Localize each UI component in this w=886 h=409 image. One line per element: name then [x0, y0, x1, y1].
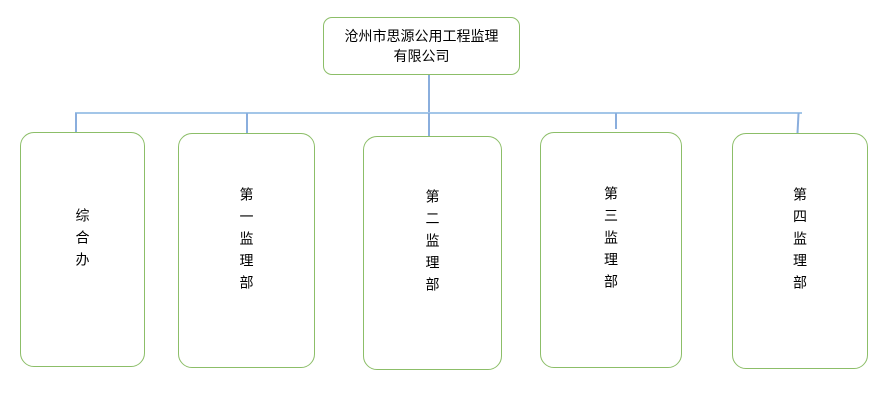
connector-root-stem — [428, 75, 430, 113]
org-dept-label: 第二监理部 — [424, 189, 441, 299]
org-dept-box-supervision-1: 第一监理部 — [178, 133, 315, 368]
org-dept-box-supervision-3: 第三监理部 — [540, 132, 682, 368]
connector-drop-1 — [75, 113, 77, 133]
org-dept-box-supervision-4: 第四监理部 — [732, 133, 868, 369]
org-dept-label: 第四监理部 — [792, 187, 808, 297]
org-dept-label: 第一监理部 — [238, 186, 255, 297]
connector-horizontal-rail — [75, 112, 802, 114]
org-root-title-line2: 有限公司 — [393, 48, 450, 64]
org-root-box: 沧州市思源公用工程监理 有限公司 — [323, 17, 520, 75]
connector-drop-3 — [428, 113, 430, 137]
connector-drop-5 — [796, 113, 800, 134]
org-dept-label: 综合办 — [74, 207, 91, 274]
connector-drop-4 — [615, 113, 617, 129]
org-dept-label: 第三监理部 — [603, 186, 619, 296]
org-root-title-line1: 沧州市思源公用工程监理 — [344, 28, 499, 44]
org-dept-box-supervision-2: 第二监理部 — [363, 136, 502, 370]
connector-drop-2 — [246, 113, 248, 134]
org-dept-box-general-office: 综合办 — [20, 132, 145, 367]
